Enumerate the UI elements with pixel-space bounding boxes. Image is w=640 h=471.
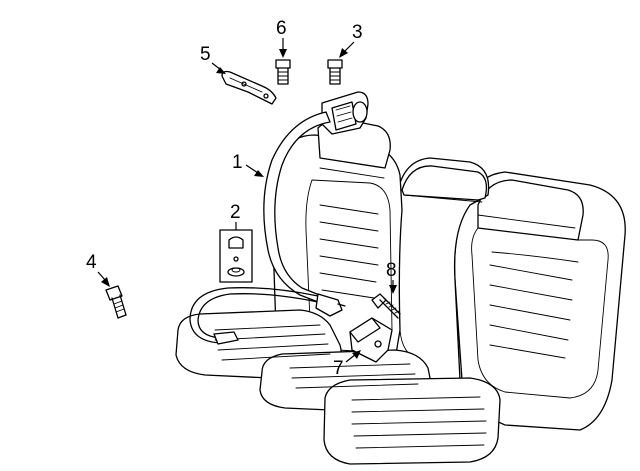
callout-3: 3: [339, 22, 363, 58]
callout-8: 8: [386, 260, 397, 294]
bracket-5: [221, 70, 277, 105]
callout-label-5: 5: [200, 44, 211, 65]
bolt-3: [327, 59, 343, 85]
seat-belt-assembly: [189, 91, 369, 345]
bolt-4: [105, 285, 127, 319]
seat-back-right: [453, 171, 626, 431]
callout-label-4: 4: [86, 252, 97, 273]
callout-label-2: 2: [230, 202, 241, 223]
bolt-6: [275, 59, 291, 85]
seat-back-center: [384, 157, 490, 386]
callout-label-7: 7: [333, 358, 344, 379]
callout-2: 2: [230, 202, 241, 230]
callout-4: 4: [86, 252, 110, 287]
belt-retractor: [321, 91, 369, 135]
rear-seat: [175, 119, 626, 465]
callout-label-1: 1: [232, 152, 243, 173]
callout-label-8: 8: [386, 260, 397, 281]
bolt-8: [371, 293, 401, 319]
callout-label-6: 6: [276, 18, 287, 39]
callout-label-3: 3: [352, 22, 363, 43]
callout-6: 6: [276, 18, 287, 58]
guide-kit-2: [219, 229, 253, 283]
callout-7: 7: [333, 350, 361, 379]
seat-cushion: [175, 309, 501, 465]
callout-5: 5: [200, 44, 226, 74]
callout-1: 1: [232, 152, 264, 177]
